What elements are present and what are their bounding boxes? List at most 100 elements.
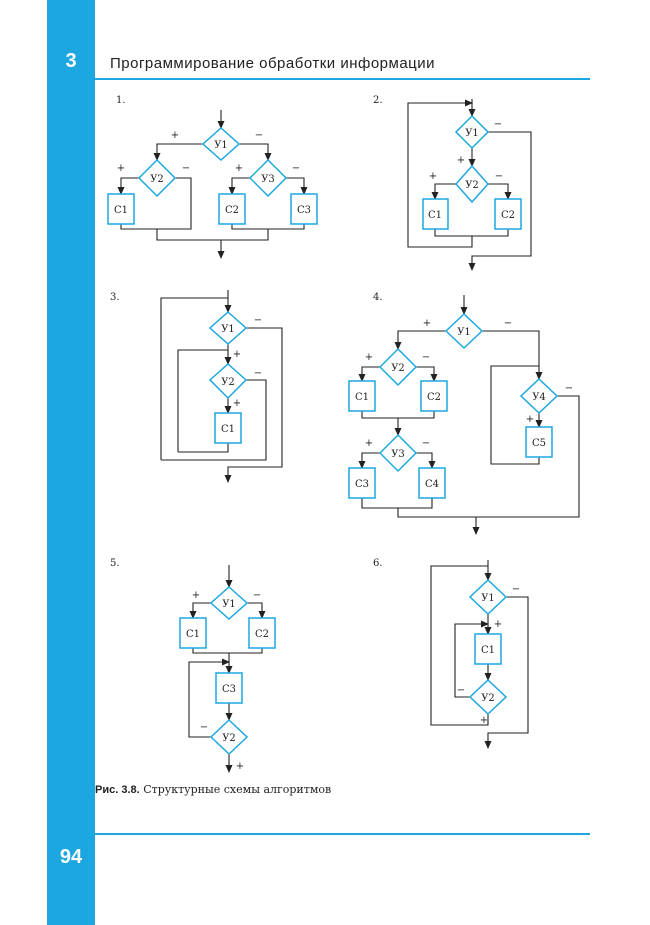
block-c1 (474, 633, 502, 665)
block-label: С1 (481, 645, 495, 656)
block-label: С1 (221, 424, 235, 435)
block-c3 (290, 193, 318, 225)
condition-label: У2 (481, 693, 495, 704)
sign-plus: + (365, 352, 373, 363)
condition-label: У4 (532, 392, 546, 403)
condition-label: У2 (222, 733, 236, 744)
sign-minus: − (200, 722, 208, 733)
figure-caption: Рис. 3.8. Структурные схемы алгоритмов (95, 783, 331, 796)
condition-label: У1 (222, 599, 236, 610)
sign-plus: + (365, 438, 373, 449)
diagram-number: 2. (373, 95, 383, 106)
sign-plus: + (526, 414, 534, 425)
page-number: 94 (59, 846, 83, 868)
sign-plus: + (233, 349, 241, 360)
decision-u1 (468, 578, 508, 616)
decision-u4 (519, 377, 559, 415)
sign-plus: + (235, 163, 243, 174)
sign-minus: − (565, 383, 573, 394)
decision-u1 (208, 310, 248, 346)
diagram-number: 4. (373, 292, 383, 303)
block-label: С5 (532, 438, 546, 449)
sign-plus: + (480, 715, 488, 726)
condition-label: У1 (221, 324, 235, 335)
flowchart-5 (179, 565, 276, 773)
block-c3 (215, 672, 243, 704)
sign-plus: + (117, 163, 125, 174)
sign-minus: − (422, 438, 430, 449)
block-label: С3 (355, 479, 369, 490)
condition-label: У2 (391, 363, 405, 374)
block-label: С1 (355, 392, 369, 403)
sign-plus: + (171, 130, 179, 141)
sign-minus: − (495, 171, 503, 182)
sign-plus: + (494, 619, 502, 630)
flowchart-2 (407, 99, 532, 271)
block-c1 (179, 617, 207, 649)
block-c4 (418, 467, 446, 499)
condition-label: У1 (481, 593, 495, 604)
decision-u2 (378, 347, 418, 387)
decision-u1 (201, 126, 241, 162)
diagram-number: 1. (116, 95, 126, 106)
sign-plus: + (233, 398, 241, 409)
block-c5 (525, 426, 553, 458)
sign-minus: − (182, 163, 190, 174)
decision-u2 (454, 164, 490, 204)
block-label: С3 (297, 205, 311, 216)
block-c2 (420, 380, 448, 412)
condition-label: У1 (465, 128, 479, 139)
condition-label: У2 (465, 180, 479, 191)
decision-u1 (444, 312, 484, 350)
decision-u3 (378, 433, 418, 473)
sign-plus: + (457, 155, 465, 166)
block-c2 (248, 617, 276, 649)
chapter-sidebar (47, 0, 95, 925)
decision-u2 (209, 718, 249, 756)
sign-plus: + (236, 761, 244, 772)
condition-label: У3 (391, 449, 405, 460)
diagram-number: 6. (373, 558, 383, 569)
sign-minus: − (512, 584, 520, 595)
sign-minus: − (494, 119, 502, 130)
block-label: С1 (428, 210, 442, 221)
block-label: С3 (222, 684, 236, 695)
block-c1 (107, 193, 135, 225)
condition-label: У2 (150, 174, 164, 185)
sign-plus: + (192, 590, 200, 601)
diagram-number: 3. (110, 292, 120, 303)
block-c1 (348, 380, 376, 412)
condition-label: У1 (214, 140, 228, 151)
sign-minus: − (254, 315, 262, 326)
sign-minus: − (504, 318, 512, 329)
block-label: С1 (114, 205, 128, 216)
sign-plus: + (423, 318, 431, 329)
page-title: Программирование обработки информации (110, 55, 436, 72)
sign-minus: − (422, 352, 430, 363)
sign-minus: − (253, 590, 261, 601)
block-label: С2 (501, 210, 515, 221)
figure-caption-text: Структурные схемы алгоритмов (143, 783, 332, 796)
footer-divider (95, 833, 590, 835)
flowchart-6 (430, 560, 529, 749)
condition-label: У1 (457, 327, 471, 338)
decision-u2 (137, 158, 177, 198)
decision-u1 (454, 114, 490, 150)
block-label: С2 (255, 629, 269, 640)
flowchart-3 (160, 290, 283, 483)
block-label: С4 (425, 479, 439, 490)
figure-label: Рис. 3.8. (95, 784, 140, 796)
condition-label: У2 (221, 377, 235, 388)
block-c1 (422, 198, 449, 230)
block-c2 (218, 193, 246, 225)
sign-minus: − (255, 130, 263, 141)
header-divider (95, 78, 590, 80)
block-c1 (214, 412, 242, 444)
flowchart-1 (107, 110, 318, 259)
flowchart-4 (348, 295, 580, 535)
condition-label: У3 (261, 174, 275, 185)
sign-plus: + (429, 171, 437, 182)
sign-minus: − (254, 368, 262, 379)
sign-minus: − (292, 163, 300, 174)
